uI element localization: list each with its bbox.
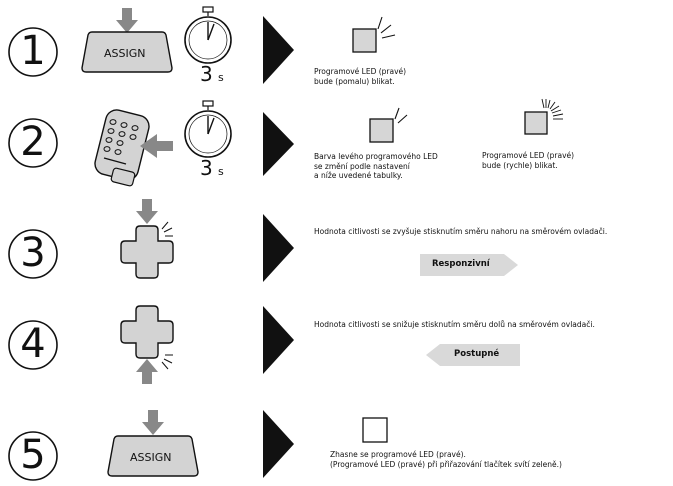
step-5-number: 5 [20,432,46,478]
step-3-dpad-icon [120,225,174,279]
step-3-pointer-triangle-icon [263,214,294,282]
step-4-dpad-icon [120,305,174,359]
step-2-right-led-text: Programové LED (pravé) bude (rychle) bli… [482,151,575,170]
step-2-left-led-icon [369,107,408,143]
step-5-press-arrow-icon [142,410,164,435]
step-1-seconds-unit: s [218,71,224,84]
step-2-left-led-text: Barva levého programového LED se změní p… [314,152,438,180]
step-1-number: 1 [20,28,46,74]
step-1-led-icon [352,16,396,53]
step-1-seconds-value: 3 [200,62,213,86]
step-5-number-circle [8,431,58,481]
step-1-press-arrow-icon [116,8,138,33]
step-1-pointer-triangle-icon [263,16,294,84]
step-3-press-arrow-icon [136,199,158,224]
step-3-click-spark-icon [161,221,173,237]
step-5-led-off-icon [362,417,388,443]
step-3-number-circle [8,229,58,279]
step-2-number-circle [8,118,58,168]
step-4-gradual-pill [426,344,520,366]
step-1-number-circle [8,27,58,77]
step-4-click-spark-icon [161,354,173,370]
step-4-number-circle [8,320,58,370]
step-2-number: 2 [20,119,46,165]
step-5-assign-label: ASSIGN [130,451,172,464]
step-2-controller-icon [94,109,150,187]
step-5-led-text: Zhasne se programové LED (pravé). (Progr… [330,450,562,469]
step-1-led-text: Programové LED (pravé) bude (pomalu) bli… [314,67,407,86]
step-5-assign-button-icon [107,435,199,477]
step-2-right-led-icon [524,98,564,135]
step-1-stopwatch-icon [184,6,232,64]
step-3-responsive-label: Responzivní [432,259,490,269]
step-2-press-arrow-icon [140,134,173,158]
step-2-stopwatch-icon [184,100,232,158]
step-4-number: 4 [20,321,46,367]
step-4-instruction-text: Hodnota citlivosti se snižuje stisknutím… [314,320,595,329]
step-3-number: 3 [20,230,46,276]
step-4-pointer-triangle-icon [263,306,294,374]
step-3-instruction-text: Hodnota citlivosti se zvyšuje stisknutím… [314,227,608,236]
step-4-gradual-label: Postupné [454,349,500,359]
step-2-pointer-triangle-icon [263,112,294,176]
step-2-seconds-value: 3 [200,156,213,180]
step-3-responsive-pill [420,254,518,276]
step-5-pointer-triangle-icon [263,410,294,478]
step-2-seconds-unit: s [218,165,224,178]
step-4-press-arrow-icon [136,359,158,384]
step-1-assign-label: ASSIGN [104,47,146,60]
step-1-assign-button-icon [81,31,173,73]
